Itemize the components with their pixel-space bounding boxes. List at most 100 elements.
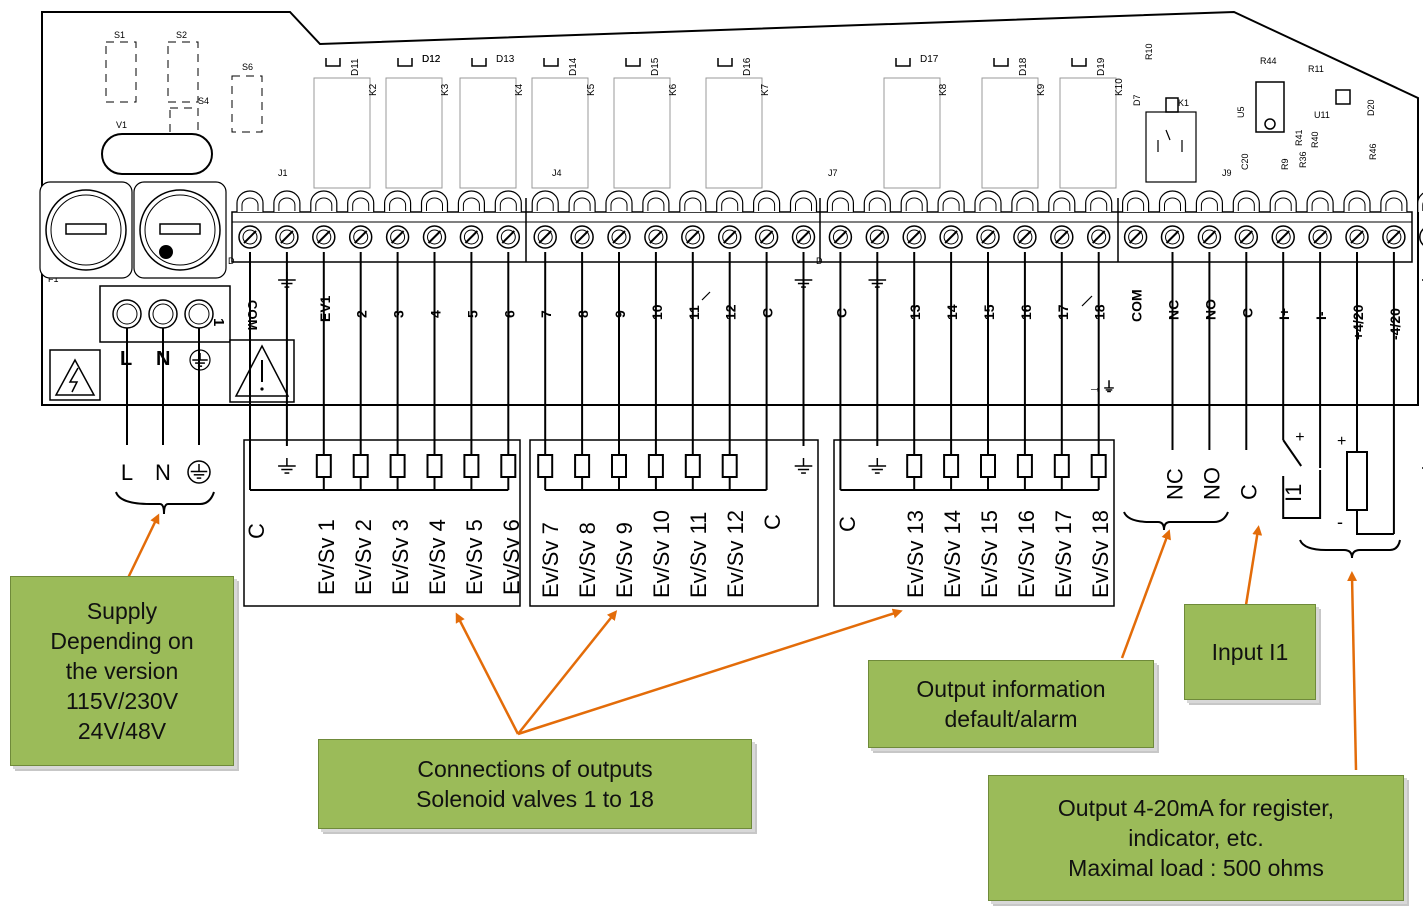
exclamation-dot	[260, 387, 264, 391]
screw-terminal	[1122, 190, 1150, 249]
terminal-clamp-inner	[426, 197, 443, 211]
callout-line: default/alarm	[944, 706, 1078, 732]
switch-outline	[169, 107, 199, 135]
diode-mark	[471, 58, 487, 67]
component-label: J9	[1222, 168, 1232, 178]
callout-line: Input I1	[1211, 639, 1289, 665]
screw-slot	[1128, 230, 1143, 244]
output-label: Ev/Sv 7	[538, 522, 563, 598]
diode-label: D19	[1096, 57, 1107, 76]
screw-terminal	[716, 190, 744, 249]
diode-label: D11	[350, 58, 361, 76]
terminal-clamp-inner	[1164, 197, 1181, 211]
screw-slot	[464, 230, 479, 244]
screw-inner	[1312, 229, 1328, 245]
output-label: Ev/Sv 15	[977, 510, 1002, 598]
terminal-clamp	[384, 190, 412, 212]
terminal-clamp-inner	[1016, 197, 1034, 211]
input-callout: Input I1	[1184, 604, 1316, 700]
screw-inner	[685, 229, 701, 245]
screw-terminal	[900, 190, 928, 249]
screw-terminal	[310, 190, 338, 249]
screw-slot	[1055, 230, 1069, 244]
screw-inner	[242, 229, 258, 245]
screw-terminal	[1011, 190, 1039, 249]
screw-inner	[906, 229, 922, 245]
screw-inner	[316, 229, 332, 245]
screw-slot	[1387, 230, 1401, 244]
component-label: R10	[1144, 43, 1154, 60]
screw-inner	[537, 229, 553, 245]
solenoid-coil	[943, 454, 960, 478]
screw-terminal	[1158, 190, 1187, 249]
component-label: S2	[176, 30, 187, 40]
diode-mark	[993, 58, 1009, 67]
screw-terminal	[568, 190, 596, 249]
screw-inner	[943, 229, 959, 245]
component-label: R41	[1294, 129, 1304, 146]
callout-line: indicator, etc.	[1128, 825, 1264, 851]
com-ground-label: →⏚	[1088, 379, 1116, 395]
screw-inner	[1275, 229, 1291, 245]
relay-k1-coil	[1165, 97, 1179, 113]
terminal-clamp-inner	[979, 197, 997, 211]
output-label: Ev/Sv 3	[388, 519, 413, 595]
callout-line: the version	[65, 658, 179, 684]
screw-inner	[353, 229, 369, 245]
relay-outline	[883, 77, 941, 189]
terminal-clamp	[1085, 190, 1113, 212]
ground-symbol	[278, 458, 296, 474]
relay-outline	[313, 77, 371, 189]
output-label: Ev/Sv 10	[649, 510, 674, 598]
screw-inner	[1386, 229, 1402, 245]
terminal-clamp	[753, 190, 781, 212]
terminal-clamp	[236, 190, 264, 212]
wiring-label: L	[121, 460, 133, 485]
analog-plus-label: +	[1337, 433, 1346, 450]
warning-triangle	[54, 358, 96, 396]
component-label: R46	[1368, 143, 1378, 160]
relay-outline	[1059, 77, 1117, 189]
output-label: C	[835, 516, 860, 532]
terminal-clamp	[863, 190, 891, 212]
screw-terminal	[531, 190, 559, 249]
terminal-clamp	[1269, 190, 1297, 212]
ground-circle	[187, 460, 211, 484]
relay-label: K3	[440, 83, 451, 96]
screw-slot	[390, 230, 405, 244]
output-label: Ev/Sv 8	[575, 522, 600, 598]
terminal-clamp-inner	[721, 197, 739, 211]
diode-mark	[397, 58, 413, 67]
terminal-clamp-inner	[647, 197, 665, 211]
screw-terminal	[1085, 190, 1113, 249]
terminal-clamp-inner	[1127, 197, 1145, 211]
screw-inner	[279, 229, 295, 245]
diode-label: D18	[1018, 57, 1029, 76]
diode-mark	[325, 58, 341, 67]
ground-symbol	[868, 458, 887, 474]
screw-slot	[501, 230, 516, 244]
screw-inner	[1238, 229, 1254, 245]
supply-screw-inner	[188, 303, 210, 325]
terminal-clamp	[1158, 190, 1187, 212]
relay-outline	[531, 77, 589, 189]
terminal-clamp-inner	[1348, 197, 1366, 211]
component-label: J4	[552, 168, 562, 178]
terminal-clamp	[1232, 190, 1260, 212]
output-label: Ev/Sv 4	[425, 519, 450, 595]
fuse-holder	[39, 181, 133, 279]
relay-label: K7	[760, 83, 771, 96]
relay-label: K2	[368, 83, 379, 96]
screw-inner	[759, 229, 775, 245]
terminal-clamp-inner	[868, 197, 886, 211]
regulator-u5-hole	[1264, 118, 1276, 130]
screw-inner	[463, 229, 479, 245]
component-label: R44	[1260, 56, 1277, 66]
output-label: Ev/Sv 2	[351, 519, 376, 595]
terminal-clamp	[1195, 190, 1223, 212]
screw-inner	[574, 229, 590, 245]
screw-slot	[612, 230, 626, 244]
callout-arrow	[517, 610, 618, 735]
terminal-clamp	[457, 190, 485, 212]
